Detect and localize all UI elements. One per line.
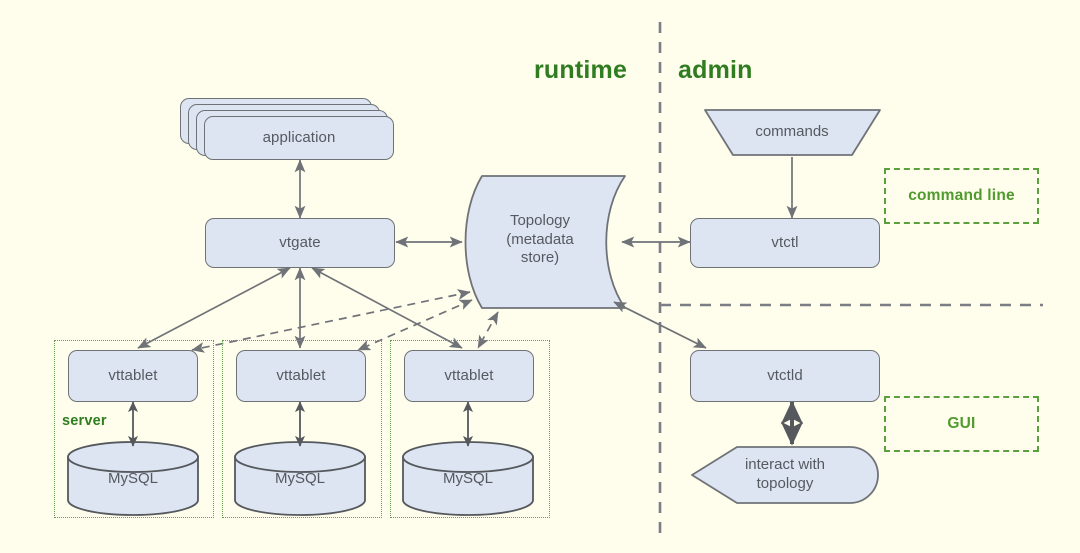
node-vtctld[interactable]: vtctld [690,350,880,402]
node-vtctl-label: vtctl [771,233,799,251]
node-vttablet-3-label: vttablet [444,366,494,384]
section-title-runtime: runtime [534,56,628,84]
conn-vtgate-vttablet-1 [137,267,291,349]
node-vttablet-1-label: vttablet [108,366,158,384]
server-group-label: server [62,413,107,429]
server-group-1 [54,340,214,518]
node-vtgate[interactable]: vtgate [205,218,395,268]
node-vttablet-1[interactable]: vttablet [68,350,198,402]
legend-gui: GUI [884,396,1039,452]
commands-shape [704,109,881,156]
section-title-admin: admin [678,56,753,84]
topology-shape [464,175,626,309]
node-application[interactable]: application [204,116,394,160]
node-vttablet-2[interactable]: vttablet [236,350,366,402]
interact-shape [691,446,879,504]
server-group-3 [390,340,550,518]
node-application-label: application [262,128,336,146]
node-vttablet-3[interactable]: vttablet [404,350,534,402]
node-topology: Topology (metadata store) [470,196,610,284]
node-interact-with-topology-label: interact with topology [744,456,826,492]
legend-command-line-label: command line [908,187,1015,204]
node-vtctld-label: vtctld [767,366,803,384]
node-commands: commands [732,112,852,152]
conn-vtgate-vttablet-3 [311,267,463,349]
server-group-2 [222,340,382,518]
legend-command-line: command line [884,168,1039,224]
node-commands-label: commands [755,122,829,140]
conn-topology-vtctld [613,301,707,349]
node-vtgate-label: vtgate [279,233,321,251]
node-topology-label: Topology (metadata store) [506,211,574,267]
node-vttablet-2-label: vttablet [276,366,326,384]
application-stack[interactable]: application [180,98,394,160]
node-vtctl[interactable]: vtctl [690,218,880,268]
node-interact-with-topology: interact with topology [710,452,860,498]
legend-gui-label: GUI [947,415,976,432]
